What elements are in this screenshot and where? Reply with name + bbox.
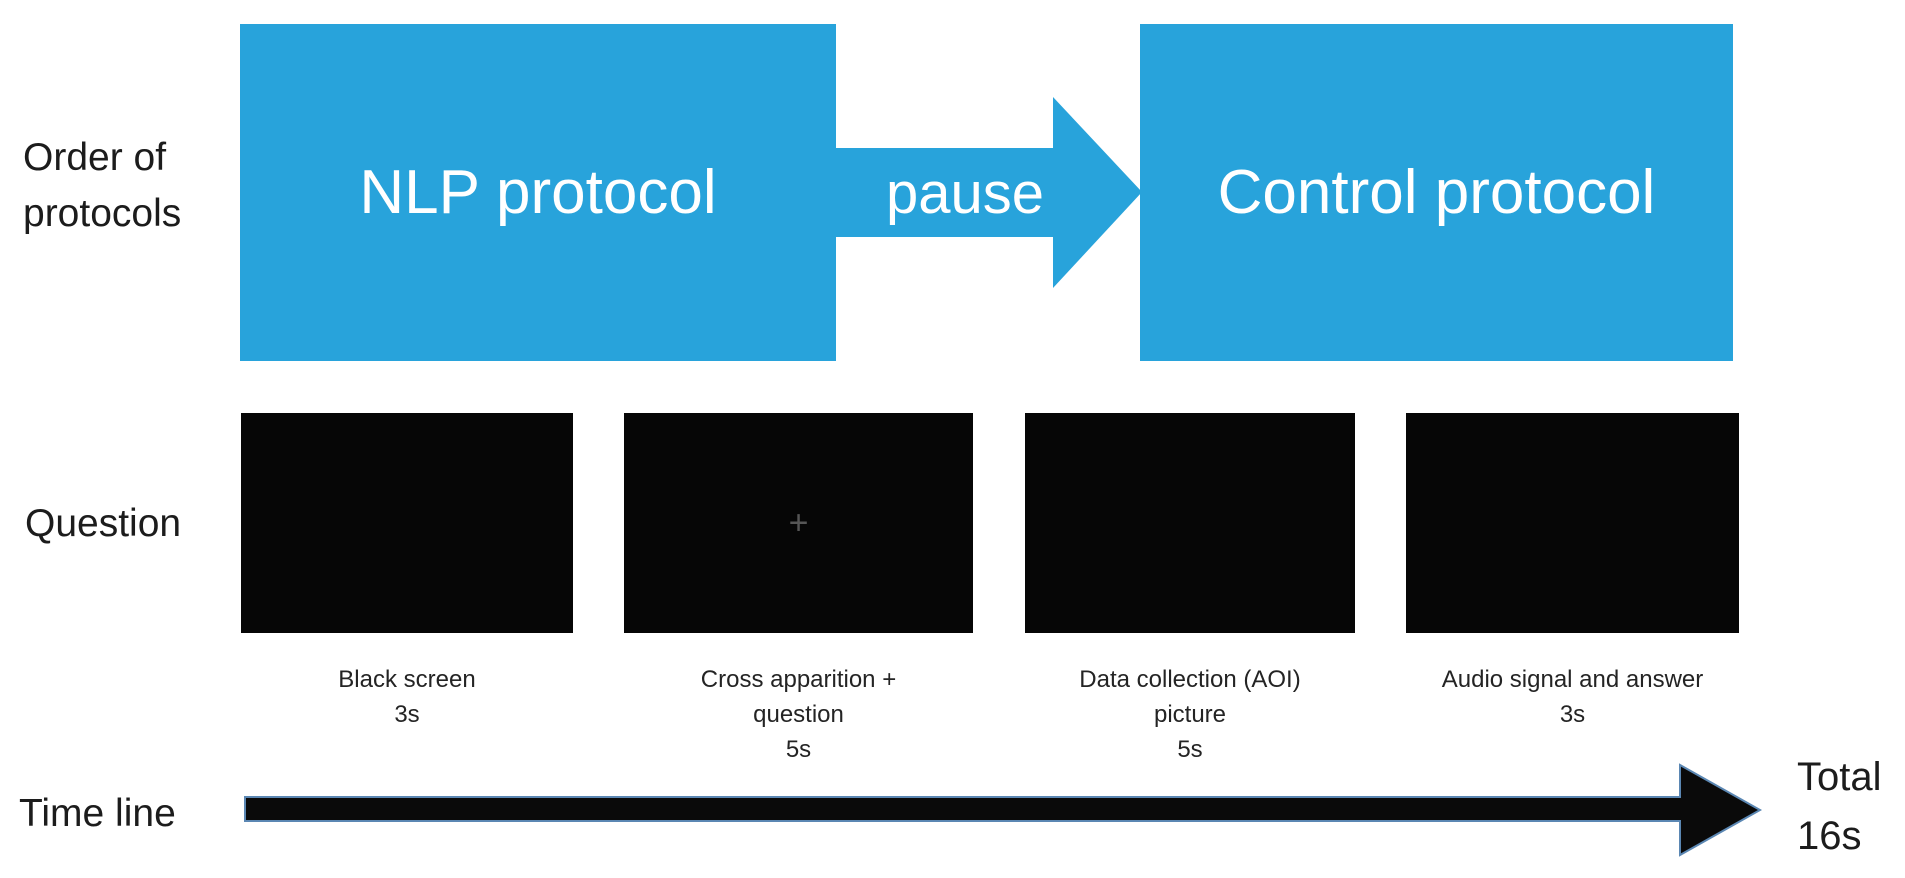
control-protocol-box: Control protocol	[1140, 24, 1733, 361]
screen-data-collection	[1025, 413, 1355, 633]
total-duration-label: Total 16s	[1797, 748, 1905, 866]
caption-line: 3s	[1559, 701, 1586, 728]
nlp-protocol-box: NLP protocol	[240, 24, 836, 361]
order-of-protocols-label: Order of protocols	[23, 136, 182, 235]
screen-cross-apparition: +	[624, 413, 973, 633]
timeline-row-label: Time line	[19, 792, 176, 835]
fixation-cross-icon: +	[788, 503, 809, 542]
screen-audio-answer	[1406, 413, 1739, 633]
caption-line: 5s	[785, 736, 812, 763]
question-row-label: Question	[25, 502, 182, 545]
timeline-arrow-icon	[244, 763, 1763, 857]
screen-caption-cross: Cross apparition + question 5s	[624, 662, 973, 767]
nlp-protocol-box-label: NLP protocol	[359, 158, 717, 227]
screen-black	[241, 413, 573, 633]
caption-line: picture	[1153, 701, 1227, 728]
pause-arrow-head-icon	[1053, 97, 1142, 288]
caption-line: Data collection (AOI)	[1079, 666, 1301, 693]
caption-line: Black screen	[338, 666, 476, 693]
control-protocol-box-label: Control protocol	[1217, 158, 1656, 227]
total-label: Total	[1797, 755, 1882, 799]
caption-line: question	[753, 701, 844, 728]
caption-line: 5s	[1177, 736, 1203, 763]
total-value: 16s	[1797, 814, 1862, 858]
caption-line: Audio signal and answer	[1441, 666, 1704, 693]
screen-caption-audio: Audio signal and answer 3s	[1406, 662, 1739, 732]
caption-line: Cross apparition +	[700, 666, 897, 693]
pause-arrow-shaft	[836, 148, 1053, 237]
screen-caption-black: Black screen 3s	[241, 662, 573, 732]
caption-line: 3s	[394, 701, 420, 728]
screen-caption-data: Data collection (AOI) picture 5s	[1025, 662, 1355, 767]
pause-arrow-label: pause	[885, 161, 1045, 226]
